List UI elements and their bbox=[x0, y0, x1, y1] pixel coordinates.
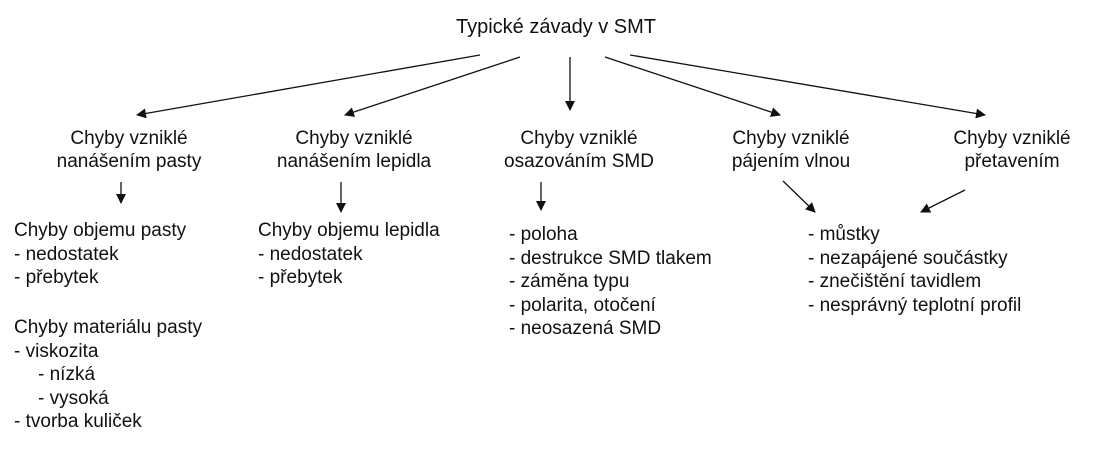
category-reflow: Chyby vzniklé přetavením bbox=[897, 127, 1112, 173]
category-wave-line2: pájením vlnou bbox=[731, 151, 851, 172]
category-glue-line1: Chyby vzniklé bbox=[295, 128, 413, 149]
list-item: - destrukce SMD tlakem bbox=[509, 247, 712, 269]
list-item: - znečištění tavidlem bbox=[808, 271, 982, 292]
diagram-title: Typické závady v SMT bbox=[455, 16, 657, 38]
arrow-reflow-to-soldering bbox=[920, 189, 966, 213]
category-glue-line2: nanášením lepidla bbox=[276, 151, 432, 172]
list-item: - přebytek bbox=[258, 267, 343, 288]
arrow-title-to-glue bbox=[344, 56, 521, 117]
glue-volume-heading: Chyby objemu lepidla bbox=[258, 220, 440, 241]
list-item: - nízká bbox=[38, 364, 96, 385]
list-item: - tvorba kuliček bbox=[14, 411, 142, 432]
list-item: - polarita, otočení bbox=[509, 294, 656, 316]
category-wave-line1: Chyby vzniklé bbox=[732, 128, 850, 149]
arrow-title-to-wave bbox=[604, 56, 781, 117]
category-reflow-line2: přetavením bbox=[964, 151, 1060, 172]
category-placement-line1: Chyby vzniklé bbox=[520, 128, 638, 149]
list-item: - vysoká bbox=[38, 387, 109, 409]
list-item: - můstky bbox=[808, 224, 880, 245]
list-item: - nedostatek bbox=[14, 243, 119, 265]
category-paste-line1: Chyby vzniklé bbox=[70, 128, 188, 149]
list-item: - přebytek bbox=[14, 267, 99, 288]
category-reflow-line1: Chyby vzniklé bbox=[953, 128, 1071, 149]
paste-material-heading: Chyby materiálu pasty bbox=[14, 317, 202, 338]
placement-list: - poloha - destrukce SMD tlakem - záměna… bbox=[509, 223, 712, 341]
category-glue: Chyby vzniklé nanášením lepidla bbox=[239, 127, 469, 173]
category-placement-line2: osazováním SMD bbox=[504, 151, 654, 172]
list-item: - nedostatek bbox=[258, 243, 363, 265]
list-item: - nezapájené součástky bbox=[808, 247, 1008, 269]
arrow-wave-to-soldering bbox=[782, 180, 816, 213]
list-item: - nesprávný teplotní profil bbox=[808, 294, 1022, 316]
arrow-title-to-reflow bbox=[629, 54, 986, 119]
soldering-list: - můstky - nezapájené součástky - znečiš… bbox=[808, 223, 1021, 317]
arrow-title-to-paste bbox=[136, 54, 481, 119]
category-paste-line2: nanášením pasty bbox=[56, 151, 202, 172]
paste-volume-list: Chyby objemu pasty - nedostatek - přebyt… bbox=[14, 219, 186, 290]
category-wave: Chyby vzniklé pájením vlnou bbox=[676, 127, 906, 173]
category-paste: Chyby vzniklé nanášením pasty bbox=[14, 127, 244, 173]
glue-volume-list: Chyby objemu lepidla - nedostatek - přeb… bbox=[258, 219, 440, 290]
category-placement: Chyby vzniklé osazováním SMD bbox=[464, 127, 694, 173]
list-item: - neosazená SMD bbox=[509, 318, 662, 339]
paste-material-list: Chyby materiálu pasty - viskozita - nízk… bbox=[14, 316, 202, 434]
list-item: - záměna typu bbox=[509, 271, 630, 292]
paste-volume-heading: Chyby objemu pasty bbox=[14, 220, 187, 241]
list-item: - viskozita bbox=[14, 340, 99, 362]
list-item: - poloha bbox=[509, 224, 578, 245]
